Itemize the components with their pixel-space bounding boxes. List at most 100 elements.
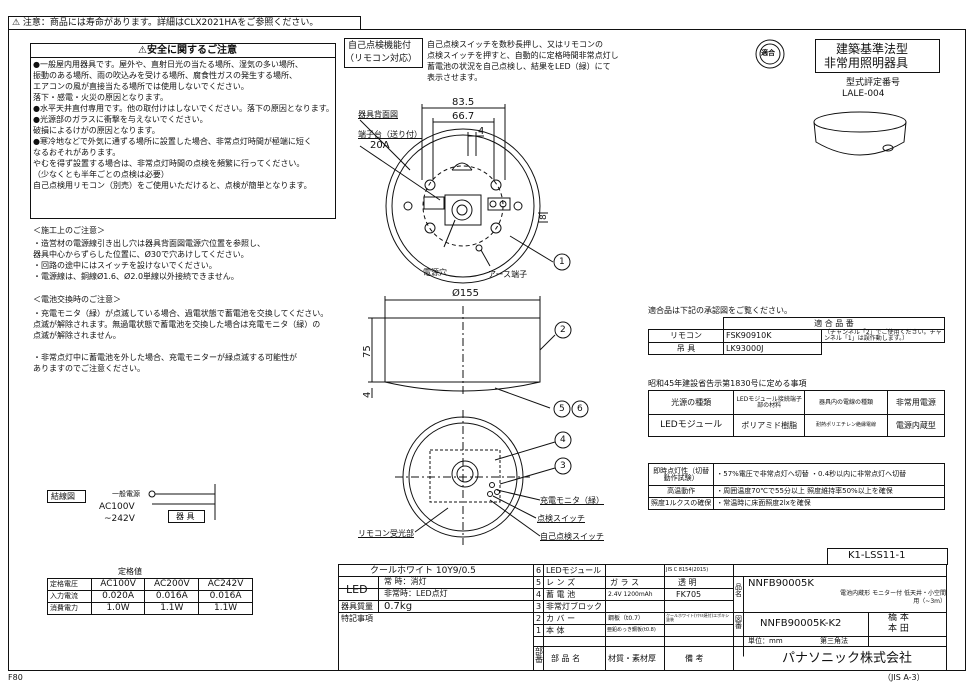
safety-frame: [30, 43, 336, 219]
checker-1: 橋 本: [888, 613, 909, 623]
earth-terminal-label: アース端子: [488, 270, 528, 279]
dim-75: 75: [362, 345, 373, 358]
notice-header: 器具内の電線の種類: [804, 390, 888, 415]
battery-line: ・非常点灯中に蓄電池を外した場合、充電モニターが緑点滅する可能性が: [33, 353, 297, 362]
part-no: 5: [536, 578, 542, 587]
notice-1830-title: 昭和45年建設省告示第1830号に定める事項: [648, 379, 807, 388]
side-view-drawing: [368, 296, 556, 409]
wiring-voltage-2: ~242V: [104, 514, 135, 524]
battery-line: [33, 343, 328, 351]
part-name: 非常灯ブロック: [546, 602, 602, 611]
notice-cell: LEDモジュール: [647, 414, 735, 437]
checker-2: 本 田: [888, 624, 909, 634]
rating-header: AC242V: [198, 578, 253, 591]
safety-line: 落下・感電・火災の原因となります。: [33, 93, 168, 102]
back-view-drawing: [359, 104, 554, 284]
rating-cell: 1.1W: [144, 602, 200, 615]
part-no: 4: [536, 590, 542, 599]
rating-cell: 消費電力: [47, 602, 92, 615]
dim-8: 8: [539, 214, 549, 220]
part-material: 亜鉛めっき鋼板(t0.8): [607, 627, 656, 633]
safety-text: ●一般屋内用器具です。屋外や、直射日光の当たる場所、湿気の多い場所、 振動のある…: [33, 61, 334, 190]
part-head-name: 部 品 名: [551, 654, 581, 663]
balloon-5: 5: [559, 404, 565, 414]
emergency-mode: 非常時：LED点灯: [384, 589, 448, 598]
balloon-4: 4: [560, 435, 566, 445]
balloon-3: 3: [560, 461, 566, 471]
dim-diameter-155: Ø155: [452, 288, 479, 299]
rating-cell: 0.016A: [144, 590, 200, 603]
part-name: レ ン ズ: [546, 578, 576, 587]
part-head-material: 材質・素材厚: [608, 654, 656, 663]
notice-cell: 電源内蔵型: [886, 414, 946, 437]
rating-header: AC100V: [90, 578, 146, 591]
approval-label: 型式評定番号: [846, 78, 901, 88]
perf-cell: ・周囲温度70℃で55分以上 照度維持率50%以上を確保: [713, 485, 945, 498]
notice-header: LEDモジュール接続端子部の材料: [733, 390, 806, 415]
power-hole-label: 電源穴: [423, 268, 447, 277]
part-no: 6: [536, 566, 542, 575]
battery-text: ・充電モニタ（緑）が点滅している場合、過電状態で蓄電池を交換してください。 点滅…: [33, 310, 328, 373]
perf-cell: ・57%電圧で非常点灯へ切替 ・0.4秒以内に非常点灯へ切替: [713, 463, 945, 486]
lifetime-notice: ⚠ 注意：商品には寿命があります。詳細はCLX2021HAをご参照ください。: [12, 18, 319, 28]
selfcheck-line: 表示させます。: [427, 73, 483, 82]
drawing-id: NNFB90005K-K2: [760, 618, 842, 629]
front-view-drawing: [395, 410, 556, 545]
part-no: 2: [536, 614, 542, 623]
check-switch-label: 点検スイッチ: [537, 514, 585, 523]
part-head-remark: 備 考: [685, 654, 704, 663]
safety-line: 振動のある場所、雨の吹込みを受ける場所、腐食性ガスの発生する場所、: [33, 71, 297, 80]
balloon-6: 6: [577, 404, 583, 414]
unit-label: 単位：mm: [748, 637, 783, 645]
construction-line: 器具中心からずらした位置に、Ø30で穴あけしてください。: [33, 250, 249, 259]
wiring-title: 結線図: [51, 492, 75, 501]
wiring-voltage-1: AC100V: [99, 502, 135, 512]
part-name: LEDモジュール: [546, 566, 602, 575]
safety-line: ●光源部のガラスに衝撃を与えないでください。: [33, 115, 208, 124]
back-view-label: 器具背面図: [358, 110, 398, 119]
selfcheck-line: 蓄電池の状況を自己点検し、結果をLED（緑）にて: [427, 62, 611, 71]
dim-4-vertical: 4: [362, 391, 373, 398]
compat-intro: 適合品は下記の承認図をご覧ください。: [648, 306, 792, 315]
balloon-2: 2: [560, 325, 566, 335]
standard-frame: [815, 39, 940, 73]
battery-line: ・充電モニタ（緑）が点滅している場合、過電状態で蓄電池を交換してください。: [33, 309, 329, 318]
wiring-line-label: 一般電源: [112, 490, 140, 498]
notice-frame: [8, 16, 361, 30]
perf-cell: 照度1ルクスの確保: [647, 497, 715, 510]
battery-title: ＜電池交換時のご注意＞: [33, 295, 121, 304]
notice-cell: 耐熱ポリエチレン絶縁電線: [804, 414, 888, 437]
charge-monitor-label: 充電モニタ（緑）: [540, 496, 604, 505]
construction-line: ・回路の途中にはスイッチを設けないでください。: [33, 261, 217, 270]
construction-text: ・造営材の電源線引き出し穴は器具背面図電源穴位置を参照し、 器具中心からずらした…: [33, 240, 265, 281]
construction-line: ・電源線は、銅線Ø1.6、Ø2.0単線以外接続できません。: [33, 272, 239, 281]
safety-line: 破損によるけがの原因となります。: [33, 126, 160, 135]
rating-cell: 1.0W: [90, 602, 146, 615]
corner-left: F80: [8, 673, 23, 682]
selfcheck-label-2: （リモコン対応）: [345, 54, 418, 64]
safety-line: ●水平天井直付専用です。他の取付けはしないでください。落下の原因となります。: [33, 104, 334, 113]
safety-line: なるおそれがあります。: [33, 148, 121, 157]
part-name: カ バ ー: [546, 614, 576, 623]
notice-header: 非常用電源: [886, 390, 946, 415]
self-check-switch-label: 自己点検スイッチ: [540, 532, 604, 541]
safety-line: ●寒冷地などで外気に通ずる場所に設置した場合、非常点灯時間が極端に短く: [33, 137, 312, 146]
approval-number: LALE-004: [842, 89, 885, 99]
part-name: 本 体: [546, 626, 565, 635]
construction-line: ・造営材の電源線引き出し穴は器具背面図電源穴位置を参照し、: [33, 239, 265, 248]
part-no: 3: [536, 602, 542, 611]
label-hinmei: 品名: [735, 583, 742, 598]
color-spec: クールホワイト 10Y9/0.5: [370, 566, 476, 576]
compat-cell: LK93000J: [723, 342, 822, 355]
notice-header: 光源の種類: [647, 390, 735, 415]
balloon-1: 1: [559, 257, 565, 267]
perf-cell: 高温動作: [647, 485, 715, 498]
part-no: 1: [536, 626, 542, 635]
part-material: 2.4V 1200mAh: [608, 591, 653, 598]
perf-cell: ・常温時に床面照度2lxを確保: [713, 497, 945, 510]
construction-title: ＜施工上のご注意＞: [33, 226, 105, 235]
part-remark: FK705: [676, 590, 702, 599]
